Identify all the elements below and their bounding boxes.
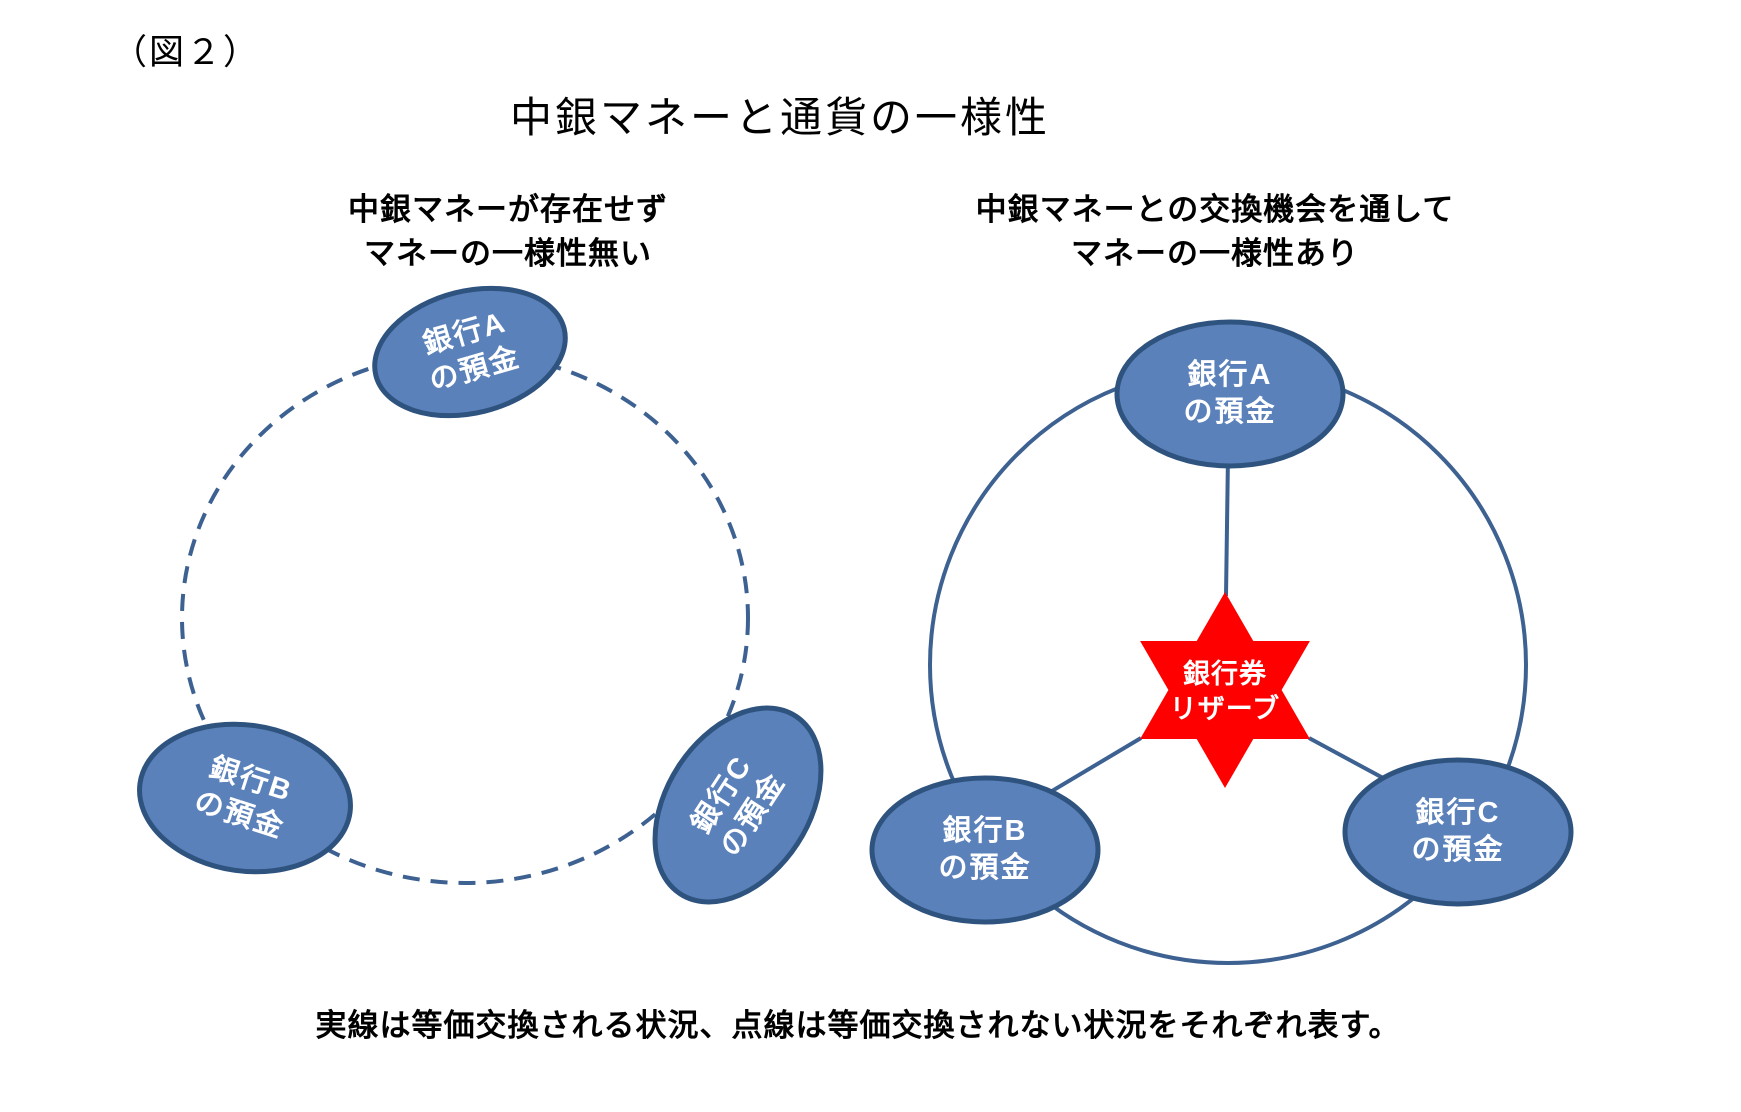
figure-caption: 実線は等価交換される状況、点線は等価交換されない状況をそれぞれ表す。 (315, 1008, 1401, 1043)
reserve-star-icon (1140, 592, 1310, 788)
spoke-star-to-bank-a (1224, 454, 1230, 597)
right-bank-a-line1: 銀行A (1187, 358, 1273, 391)
right-bank-b-line1: 銀行B (942, 814, 1028, 847)
right-bank-a-line2: の預金 (1183, 396, 1277, 428)
right-bank-a-ellipse (1114, 319, 1346, 469)
left-heading-line1: 中銀マネーが存在せず (348, 192, 668, 227)
figure-title: 中銀マネーと通貨の一様性 (509, 94, 1050, 141)
reserve-star-label: 銀行券 リザーブ (1170, 657, 1280, 727)
left-bank-b-ellipse (137, 721, 353, 875)
left-diagram-heading: 中銀マネーが存在せず マネーの一様性無い (198, 188, 818, 276)
right-bank-a-label: 銀行A の預金 (1183, 357, 1276, 431)
right-bank-b-label: 銀行B の預金 (938, 813, 1031, 887)
right-bank-c-ellipse (1342, 757, 1574, 907)
right-heading-line1: 中銀マネーとの交換機会を通して (975, 192, 1455, 227)
right-bank-c-line1: 銀行C (1415, 796, 1501, 829)
left-heading-line2: マネーの一様性無い (364, 236, 652, 272)
right-diagram-heading: 中銀マネーとの交換機会を通して マネーの一様性あり (905, 188, 1525, 276)
left-bank-a-ellipse (372, 285, 568, 419)
right-heading-line2: マネーの一様性あり (1071, 236, 1359, 272)
figure-number: （図２） (112, 33, 261, 72)
right-bank-b-line2: の預金 (938, 852, 1032, 884)
right-bank-c-line2: の預金 (1411, 834, 1505, 866)
reserve-star-line2: リザーブ (1169, 694, 1281, 724)
reserve-star-line1: 銀行券 (1182, 658, 1267, 689)
left-bank-c-ellipse (652, 705, 824, 905)
right-bank-c-label: 銀行C の預金 (1411, 795, 1504, 869)
right-bank-b-ellipse (869, 775, 1101, 925)
